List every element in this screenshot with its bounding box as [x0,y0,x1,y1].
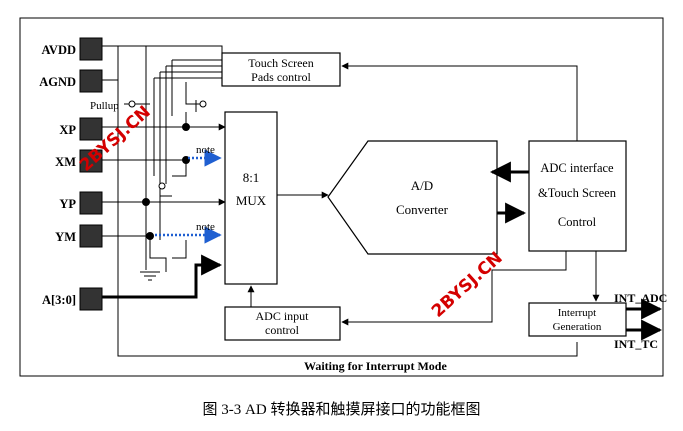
watermark-2: 2BYSJ.CN [428,248,507,322]
pin-yp [79,191,103,215]
pin-squares [79,37,103,311]
note-arrows [155,149,222,244]
mux-label-2: MUX [236,193,267,208]
note-label-1: note [196,144,215,156]
interrupt-label-2: Generation [553,321,602,333]
adc-interface-block [528,140,627,252]
adc-label-2: Converter [396,202,449,217]
adc-label-1: A/D [411,178,433,193]
adc-interface-label-1: ADC interface [540,161,614,175]
pin-xm [79,149,103,173]
touch-pads-label-1: Touch Screen [248,56,313,70]
mode-label: Waiting for Interrupt Mode [304,359,447,373]
thick-arrows [102,161,663,341]
interrupt-block [528,302,627,337]
adc-interface-label-2: &Touch Screen [538,186,617,200]
pin-a [79,287,103,311]
pullup-label: Pullup [90,100,119,112]
mux-block [224,111,278,285]
pin-ym [79,224,103,248]
mux-label-1: 8:1 [243,170,260,185]
adc-input-block [224,306,341,341]
pin-label-agnd: AGND [39,75,76,89]
int-adc-label: INT_ADC [614,291,667,305]
pin-label-yp: YP [59,197,76,211]
pin-xp [79,117,103,141]
wires [102,45,600,357]
pin-label-ym: YM [55,230,76,244]
adc-interface-label-3: Control [558,215,597,229]
interrupt-label-1: Interrupt [558,307,596,319]
int-tc-label: INT_TC [614,337,658,351]
touch-pads-block [221,52,341,87]
figure-caption: 图 3-3 AD 转换器和触摸屏接口的功能框图 [202,402,481,418]
pin-label-a: A[3:0] [42,293,76,307]
pin-avdd [79,37,103,61]
pin-agnd [79,69,103,93]
diagram-frame [19,17,664,377]
pin-label-xm: XM [55,155,76,169]
adc-input-label-2: control [265,323,300,337]
adc-input-label-1: ADC input [255,309,309,323]
adc-block [327,140,498,255]
pin-label-xp: XP [59,123,76,137]
pin-label-avdd: AVDD [42,43,77,57]
touch-pads-label-2: Pads control [251,70,311,84]
note-label-2: note [196,221,215,233]
